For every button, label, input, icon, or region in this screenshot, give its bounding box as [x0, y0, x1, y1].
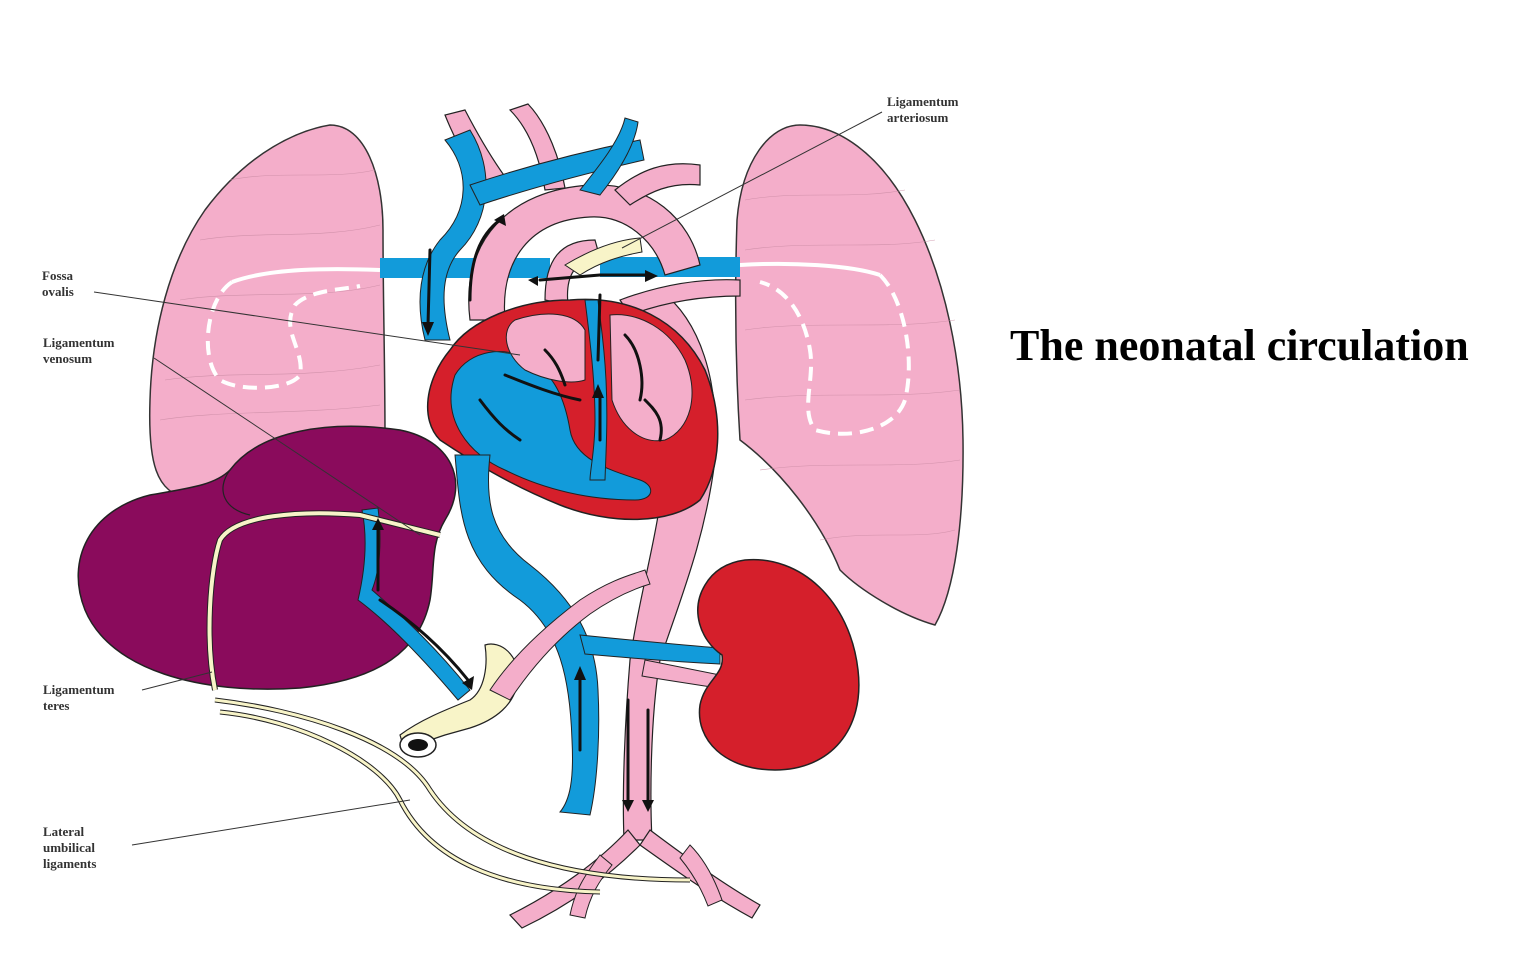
arch-branch-3	[614, 163, 701, 206]
umbilical-cord-vessels	[408, 739, 428, 751]
left-pulmonary-vein	[380, 258, 550, 278]
renal-vein	[579, 634, 721, 665]
lung-texture	[159, 169, 961, 541]
right-lung-flow-solid	[739, 261, 881, 277]
pulmonary-trunk	[544, 239, 601, 306]
kidney	[697, 558, 860, 771]
lateral-umbilical-ligament-2-fill	[219, 710, 601, 894]
umbilical-artery	[489, 569, 651, 701]
label-ligamentum-teres: Ligamentum teres	[43, 682, 115, 713]
slide-title: The neonatal circulation	[1010, 321, 1469, 370]
flow-arrows	[376, 218, 663, 802]
label-lateral-umbilical-ligaments: Lateral umbilical ligaments	[43, 824, 97, 871]
internal-iliac-right	[679, 844, 723, 907]
pulmonary-artery	[619, 279, 741, 316]
left-lung-flow-solid	[231, 267, 381, 284]
inferior-vena-cava	[454, 454, 600, 816]
left-ventricle	[609, 314, 693, 442]
left-jugular-vein	[579, 117, 639, 196]
liver	[77, 425, 457, 690]
brachiocephalic-vein	[469, 139, 645, 206]
label-fossa-ovalis: Fossa ovalis	[42, 268, 74, 299]
label-ligamentum-venosum: Ligamentum venosum	[43, 335, 115, 366]
ligamentum-teres-fill	[207, 511, 441, 691]
aortic-arch	[468, 184, 701, 321]
superior-vena-cava	[419, 129, 487, 341]
left-lung-flow-dashed	[205, 280, 361, 390]
leader-lines	[93, 111, 883, 846]
right-lung	[735, 124, 964, 626]
label-ligamentum-arteriosum: Ligamentum arteriosum	[887, 94, 959, 125]
flow-arrowheads	[372, 214, 658, 812]
lateral-umbilical-ligament-1-fill	[214, 698, 691, 882]
liver-lobe-line	[222, 469, 251, 516]
right-lung-flow-dashed	[759, 273, 911, 436]
